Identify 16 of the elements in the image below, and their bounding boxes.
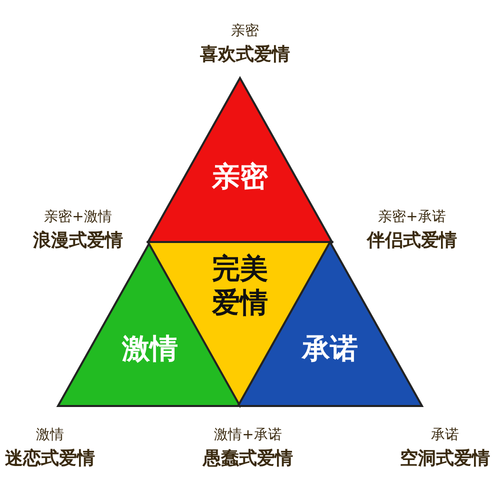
triangle-label: 亲密 (210, 160, 269, 194)
love-type-label: 迷恋式爱情 (5, 447, 95, 470)
component-label: 亲密+承诺 (378, 208, 446, 226)
love-type-label: 浪漫式爱情 (33, 229, 123, 252)
love-type-label: 愚蠢式爱情 (203, 447, 293, 470)
triangle-label: 完美爱情 (210, 252, 269, 320)
component-label: 亲密+激情 (44, 208, 112, 226)
component-label: 激情 (36, 426, 64, 444)
triangle-label: 承诺 (300, 332, 359, 366)
triangle-label: 激情 (120, 332, 179, 366)
love-type-label: 伴侣式爱情 (367, 229, 457, 252)
love-type-label: 空洞式爱情 (400, 447, 490, 470)
component-label: 亲密 (231, 22, 259, 40)
component-label: 激情+承诺 (214, 426, 282, 444)
component-label: 承诺 (431, 426, 459, 444)
love-type-label: 喜欢式爱情 (200, 43, 290, 66)
